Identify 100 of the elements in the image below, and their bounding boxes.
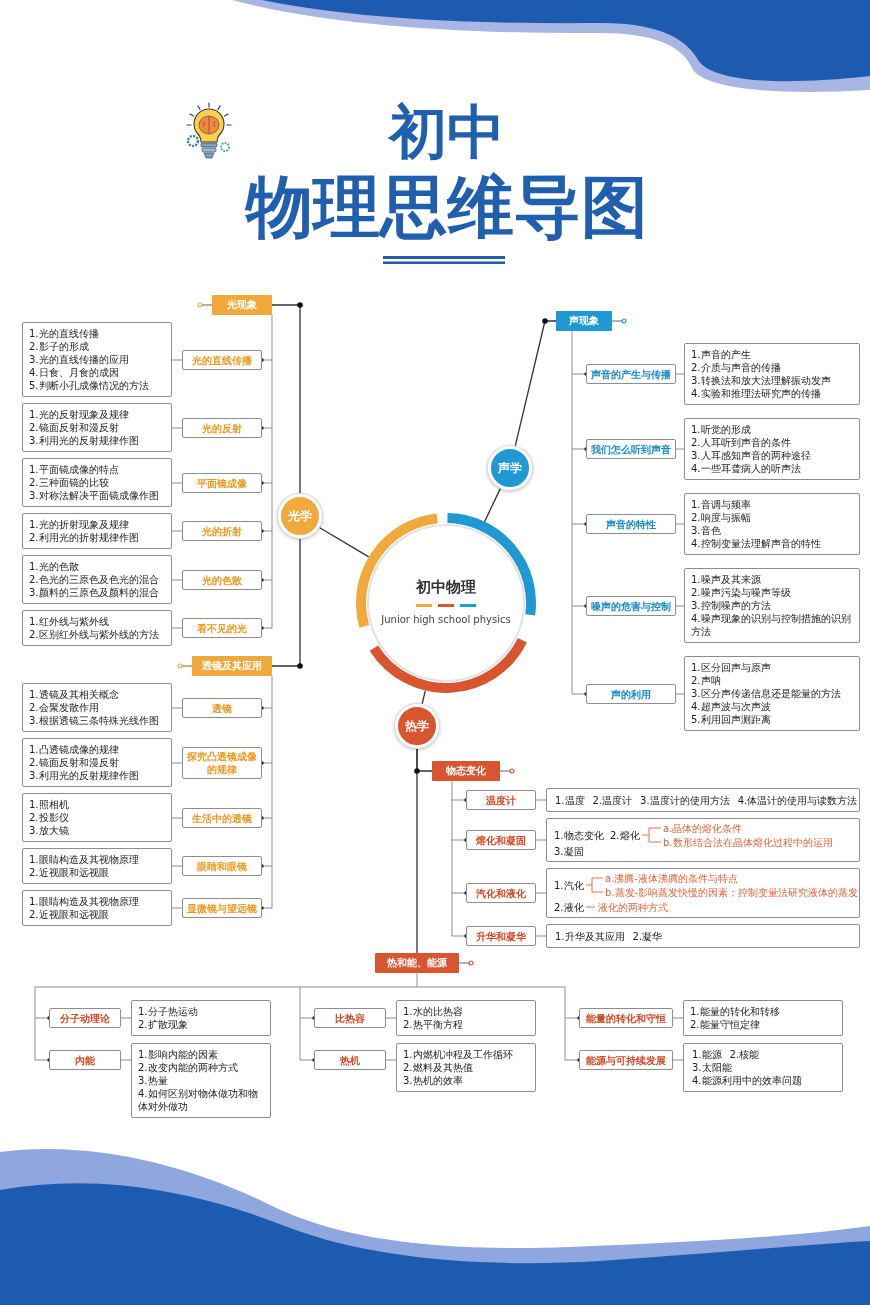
list-item: 2.近视眼和远视眼 bbox=[29, 908, 109, 921]
connector-line bbox=[416, 747, 418, 954]
list-item: 1.光的色散 bbox=[29, 560, 79, 573]
connector-line bbox=[299, 1016, 316, 1020]
connector-line bbox=[34, 972, 566, 1061]
list-item: 3.音色 bbox=[691, 524, 721, 537]
note-box bbox=[131, 1000, 271, 1036]
list-item: 1.影响内能的因素 bbox=[138, 1048, 218, 1061]
list-item: 1.光的直线传播 bbox=[29, 327, 99, 340]
list-item: 2.镜面反射和漫反射 bbox=[29, 421, 119, 434]
list-item: 4.噪声现象的识别与控制措施的识别方法 bbox=[691, 612, 852, 638]
connector-line bbox=[564, 1016, 581, 1020]
list-item: 1.眼睛构造及其视物原理 bbox=[29, 895, 139, 908]
note-box bbox=[684, 568, 860, 643]
subtopic-box: 热机 bbox=[314, 1050, 386, 1070]
subtopic-box: 看不见的光 bbox=[182, 618, 262, 638]
connector-line bbox=[171, 707, 183, 709]
list-item: 1.内燃机冲程及工作循环 bbox=[403, 1048, 513, 1061]
list-item: 3.颜料的三原色及颜料的混合 bbox=[29, 586, 159, 599]
list-item: 1.能量的转化和转移 bbox=[690, 1005, 780, 1018]
note-box bbox=[683, 1000, 843, 1036]
connector-line bbox=[260, 906, 273, 910]
list-item: 4.日食、月食的成因 bbox=[29, 366, 119, 379]
list-item: 1.平面镜成像的特点 bbox=[29, 463, 119, 476]
note-box bbox=[396, 1000, 536, 1036]
list-item: 1.物态变化 bbox=[554, 828, 604, 842]
list-item: 2.投影仪 bbox=[29, 811, 69, 824]
subtopic-box: 透镜 bbox=[182, 698, 262, 718]
connector-line bbox=[299, 1058, 316, 1062]
connector-line bbox=[535, 839, 547, 841]
connector-line bbox=[260, 816, 273, 820]
note-box bbox=[22, 890, 172, 926]
list-item: 1.噪声及其来源 bbox=[691, 573, 761, 586]
connector-line bbox=[672, 1017, 684, 1019]
topic-box: 热和能、能源 bbox=[375, 953, 459, 973]
note-box bbox=[396, 1043, 536, 1092]
note-box bbox=[684, 343, 860, 405]
note-box bbox=[546, 868, 860, 918]
list-item: 4.如何区别对物体做功和物体对外做功 bbox=[138, 1087, 259, 1113]
list-item: 2.三种面镜的比较 bbox=[29, 476, 109, 489]
list-item: 5.判断小孔成像情况的方法 bbox=[29, 379, 149, 392]
list-item: 2.热平衡方程 bbox=[403, 1018, 463, 1031]
connector-line bbox=[318, 526, 370, 558]
list-item: 2.影子的形成 bbox=[29, 340, 89, 353]
note-box bbox=[22, 458, 172, 507]
list-item: 1.透镜及其相关概念 bbox=[29, 688, 119, 701]
list-item: 2.人耳听到声音的条件 bbox=[691, 436, 791, 449]
center-title: 初中物理 bbox=[416, 578, 476, 597]
sub-item: b.蒸发-影响蒸发快慢的因素；控制变量法研究液体的蒸发 bbox=[605, 885, 859, 899]
connector-line bbox=[675, 693, 685, 695]
list-item: 3.对称法解决平面镜成像作图 bbox=[29, 489, 159, 502]
subtopic-box: 升华和凝华 bbox=[466, 926, 536, 946]
connector-line bbox=[171, 865, 183, 867]
list-item: 1.照相机 bbox=[29, 798, 69, 811]
note-box bbox=[22, 610, 172, 646]
list-item: 2.近视眼和远视眼 bbox=[29, 866, 109, 879]
subtopic-box: 内能 bbox=[49, 1050, 121, 1070]
connector-line bbox=[385, 1059, 397, 1061]
subtopic-box: 光的色散 bbox=[182, 570, 262, 590]
center-subtitle: Junior high school physics bbox=[381, 614, 511, 626]
connector-line bbox=[675, 523, 685, 525]
connector-line bbox=[514, 320, 557, 448]
connector-line bbox=[535, 892, 547, 894]
connector-line bbox=[675, 448, 685, 450]
list-item: 4.超声波与次声波 bbox=[691, 700, 771, 713]
list-item: 3.根据透镜三条特殊光线作图 bbox=[29, 714, 159, 727]
connector-line bbox=[451, 838, 468, 842]
topic-box: 声现象 bbox=[556, 311, 612, 331]
subtopic-box: 平面镜成像 bbox=[182, 473, 262, 493]
list-item: 3.转换法和放大法理解振动发声 bbox=[691, 374, 831, 387]
list-item: 1.温度 bbox=[555, 793, 585, 807]
connector-line bbox=[120, 1017, 132, 1019]
note-box bbox=[684, 656, 860, 731]
topic-box: 光现象 bbox=[212, 295, 272, 315]
list-item: 1.汽化 bbox=[554, 878, 584, 892]
list-item: 2.能量守恒定律 bbox=[690, 1018, 760, 1031]
list-item: 2.凝华 bbox=[632, 929, 663, 943]
connector-line bbox=[672, 1059, 684, 1061]
note-box bbox=[684, 493, 860, 555]
subtopic-box: 熔化和凝固 bbox=[466, 830, 536, 850]
list-item: 3.光的直线传播的应用 bbox=[29, 353, 129, 366]
sub-item: 液化的两种方式 bbox=[598, 900, 668, 914]
list-item: 3.放大镜 bbox=[29, 824, 69, 837]
list-item: 2.扩散现象 bbox=[138, 1018, 188, 1031]
connector-line bbox=[271, 675, 273, 909]
connector-line bbox=[171, 762, 183, 764]
subtopic-box: 声音的特性 bbox=[586, 514, 676, 534]
connector-line bbox=[260, 358, 273, 362]
subtopic-box: 声音的产生与传播 bbox=[586, 364, 676, 384]
connector-line bbox=[571, 330, 573, 695]
connector-line bbox=[535, 799, 547, 801]
subtopic-box: 噪声的危害与控制 bbox=[586, 596, 676, 616]
connector-line bbox=[171, 907, 183, 909]
note-box bbox=[22, 683, 172, 732]
list-item: 1.水的比热容 bbox=[403, 1005, 463, 1018]
connector-line bbox=[171, 427, 183, 429]
subtopic-box: 我们怎么听到声音 bbox=[586, 439, 676, 459]
note-box bbox=[546, 924, 860, 948]
list-item: 1.光的折射现象及规律 bbox=[29, 518, 129, 531]
connector-line bbox=[260, 761, 273, 765]
